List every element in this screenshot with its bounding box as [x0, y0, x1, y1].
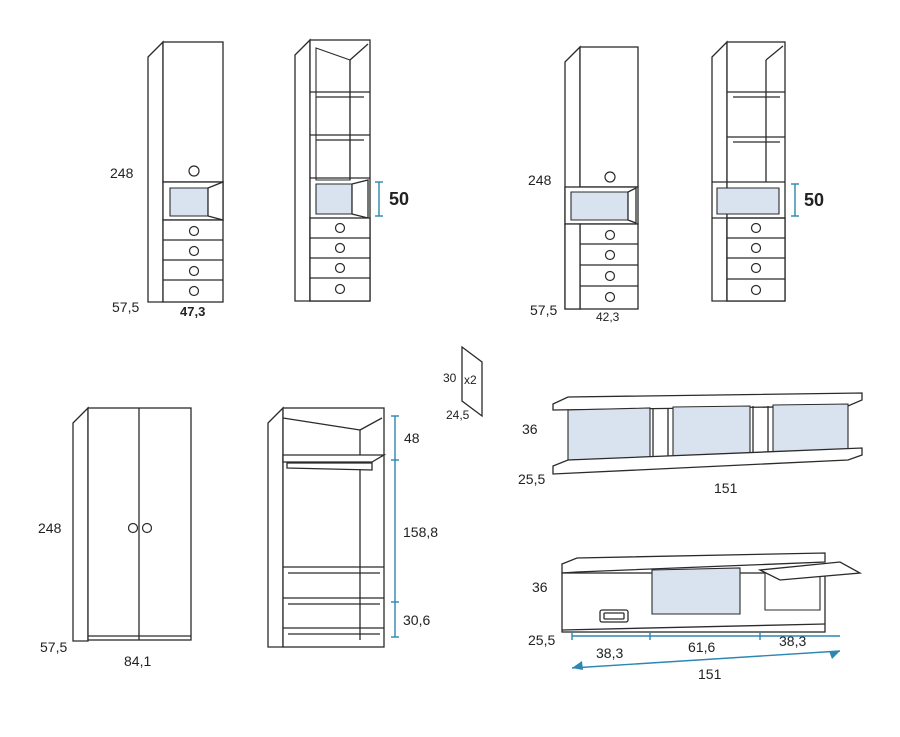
- wall-shelf: 36 25,5 151: [518, 392, 863, 496]
- unit-3-height-label: 248: [528, 172, 552, 188]
- unit-4-niche-label: 50: [804, 190, 824, 210]
- unit-4-shelf-cabinet: 50: [711, 40, 824, 302]
- wall-shelf-width-label: 151: [714, 480, 738, 496]
- tv-unit: 36 25,5 38,3 61,6 38,3 151: [528, 552, 863, 682]
- wardrobe-top-label: 48: [404, 430, 420, 446]
- unit-1-width-label: 47,3: [180, 304, 205, 319]
- tv-unit-middle-width-label: 61,6: [688, 639, 715, 655]
- shelf-panel: 30 x2 24,5: [443, 345, 483, 422]
- wardrobe-middle-label: 158,8: [403, 524, 438, 540]
- wardrobe-bottom-label: 30,6: [403, 612, 430, 628]
- unit-1-depth-label: 57,5: [112, 299, 139, 315]
- wardrobe-width-label: 84,1: [124, 653, 151, 669]
- wall-shelf-height-label: 36: [522, 421, 538, 437]
- unit-3-width-label: 42,3: [596, 310, 620, 324]
- unit-3-tall-cabinet: 248 57,5 42,3: [528, 45, 639, 324]
- shelf-panel-height-label: 30: [443, 371, 457, 385]
- unit-1-height-label: 248: [110, 165, 134, 181]
- door-knob-icon: [604, 171, 616, 183]
- wardrobe-height-label: 248: [38, 520, 62, 536]
- tv-unit-total-width-label: 151: [698, 666, 722, 682]
- unit-2-niche-label: 50: [389, 189, 409, 209]
- tv-unit-right-width-label: 38,3: [779, 633, 806, 649]
- shelf-panel-qty-label: x2: [464, 373, 477, 387]
- door-knob-icon: [188, 165, 200, 177]
- tv-unit-depth-label: 25,5: [528, 632, 555, 648]
- wardrobe-open: 48 158,8 30,6: [267, 406, 438, 648]
- wall-shelf-depth-label: 25,5: [518, 471, 545, 487]
- unit-1-tall-cabinet: 248 57,5 47,3: [110, 40, 224, 319]
- tv-unit-height-label: 36: [532, 579, 548, 595]
- shelf-panel-depth-label: 24,5: [446, 408, 470, 422]
- wardrobe-depth-label: 57,5: [40, 639, 67, 655]
- wardrobe-closed: 248 57,5 84,1: [38, 406, 192, 669]
- tv-unit-left-width-label: 38,3: [596, 645, 623, 661]
- unit-2-shelf-cabinet: 50: [294, 38, 409, 302]
- unit-3-depth-label: 57,5: [530, 302, 557, 318]
